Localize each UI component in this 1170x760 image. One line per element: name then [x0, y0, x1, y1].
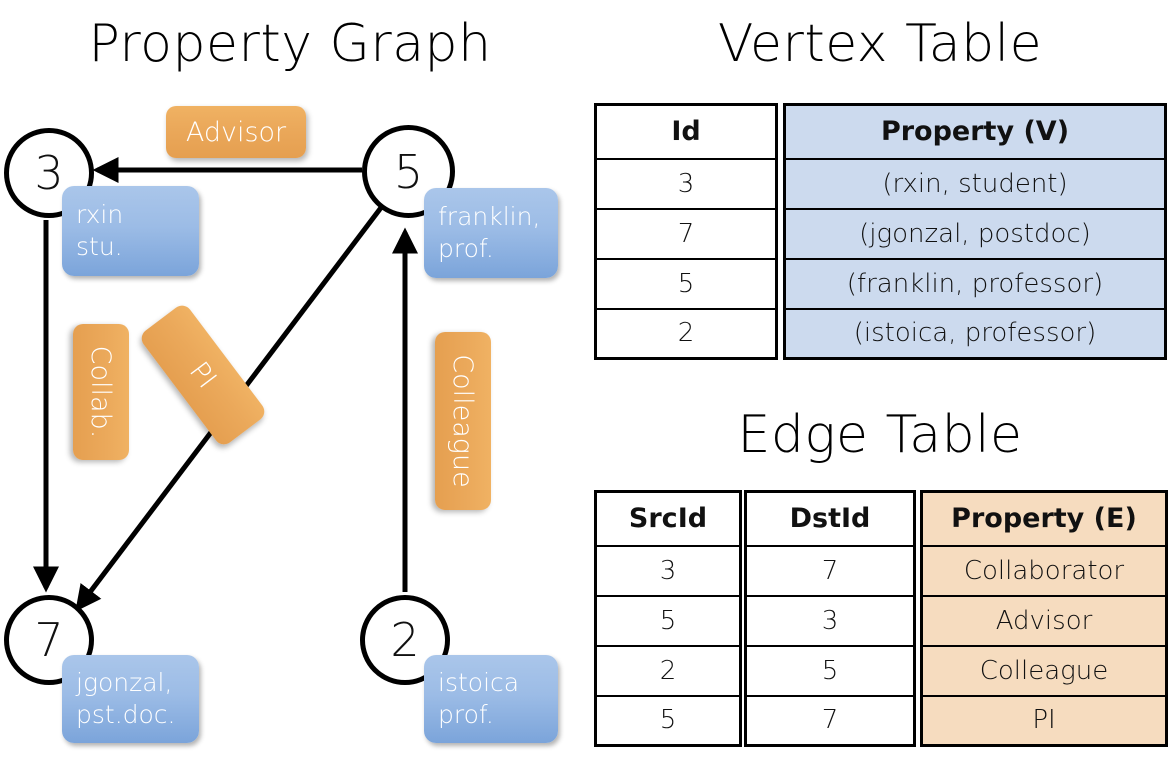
table-row[interactable]: Colleague [920, 644, 1168, 697]
edge-table-cell-dstid: 7 [744, 544, 916, 597]
table-row[interactable]: (franklin, professor) [783, 257, 1167, 310]
vertex-table: Id 3 7 5 2 Property (V) (rxin, student) … [594, 103, 1167, 360]
section-title-vertex-table: Vertex Table [717, 14, 1043, 74]
vertex-property-role-5: prof. [438, 234, 494, 263]
edge-table-header-property: Property (E) [920, 490, 1168, 547]
vertex-property-name-5: franklin, [438, 201, 541, 231]
vertex-property-name-3: rxin [76, 199, 124, 229]
table-row[interactable]: 7 [594, 207, 778, 260]
edge-table-cell-property: Colleague [920, 644, 1168, 697]
vertex-table-cell-id: 2 [594, 307, 778, 360]
table-row[interactable]: 5 [594, 594, 742, 647]
table-row[interactable]: (istoica, professor) [783, 307, 1167, 360]
vertex-property-role-2: prof. [438, 700, 494, 729]
edge-label-colleague: Colleague [435, 332, 491, 510]
vertex-table-id-column: Id 3 7 5 2 [594, 103, 778, 360]
table-row[interactable]: PI [920, 694, 1168, 747]
edge-table-header-dstid: DstId [744, 490, 916, 547]
property-graph-diagram: 3 5 7 2 rxin stu. franklin, prof. jgonza… [4, 106, 558, 743]
edge-table-header-srcid: SrcId [594, 490, 742, 547]
edge-table-cell-srcid: 3 [594, 544, 742, 597]
table-row[interactable]: 2 [594, 307, 778, 360]
edge-label-collab: Collab. [73, 324, 129, 460]
edge-table-srcid-column: SrcId 3 5 2 5 [594, 490, 742, 747]
section-title-edge-table: Edge Table [737, 405, 1023, 465]
vertex-table-cell-id: 7 [594, 207, 778, 260]
vertex-table-property-column: Property (V) (rxin, student) (jgonzal, p… [783, 103, 1167, 360]
edge-table-cell-property: Collaborator [920, 544, 1168, 597]
table-row[interactable]: (rxin, student) [783, 157, 1167, 210]
vertex-property-name-2: istoica [438, 667, 520, 697]
table-row[interactable]: (jgonzal, postdoc) [783, 207, 1167, 260]
vertex-table-cell-id: 5 [594, 257, 778, 310]
edge-table-cell-property: PI [920, 694, 1168, 747]
edge-label-advisor: Advisor [166, 106, 306, 158]
edge-table-cell-dstid: 7 [744, 694, 916, 747]
table-header-row: Property (V) [783, 103, 1167, 160]
vertex-node-5[interactable]: 5 [362, 125, 455, 218]
vertex-table-cell-property: (rxin, student) [783, 157, 1167, 210]
edge-table-dstid-column: DstId 7 3 5 7 [744, 490, 916, 747]
vertex-property-box-7: jgonzal, pst.doc. [62, 655, 199, 743]
edge-table-cell-srcid: 5 [594, 694, 742, 747]
table-row[interactable]: 5 [744, 644, 916, 697]
vertex-table-cell-property: (istoica, professor) [783, 307, 1167, 360]
table-row[interactable]: Collaborator [920, 544, 1168, 597]
edge-table-cell-srcid: 2 [594, 644, 742, 697]
vertex-node-2[interactable]: 2 [360, 595, 450, 685]
vertex-node-5-label: 5 [393, 144, 424, 199]
edge-table-property-column: Property (E) Collaborator Advisor Collea… [920, 490, 1168, 747]
edge-table-cell-dstid: 3 [744, 594, 916, 647]
table-row[interactable]: 5 [594, 694, 742, 747]
vertex-property-role-3: stu. [76, 232, 123, 261]
table-row[interactable]: 2 [594, 644, 742, 697]
vertex-node-7-label: 7 [34, 613, 64, 667]
table-row[interactable]: 3 [594, 157, 778, 210]
table-header-row: SrcId [594, 490, 742, 547]
edge-table-cell-property: Advisor [920, 594, 1168, 647]
table-header-row: DstId [744, 490, 916, 547]
table-row[interactable]: 7 [744, 694, 916, 747]
vertex-table-header-property: Property (V) [783, 103, 1167, 160]
vertex-table-cell-property: (franklin, professor) [783, 257, 1167, 310]
vertex-property-role-7: pst.doc. [76, 700, 176, 729]
table-row[interactable]: 3 [594, 544, 742, 597]
edge-table-cell-srcid: 5 [594, 594, 742, 647]
vertex-node-3-label: 3 [34, 146, 64, 200]
page-title-property-graph: Property Graph [88, 14, 492, 74]
vertex-property-box-5: franklin, prof. [424, 188, 558, 278]
edge-table: SrcId 3 5 2 5 DstId 7 3 5 7 [594, 490, 1168, 747]
table-row[interactable]: Advisor [920, 594, 1168, 647]
edge-table-cell-dstid: 5 [744, 644, 916, 697]
vertex-table-header-id: Id [594, 103, 778, 160]
table-row[interactable]: 3 [744, 594, 916, 647]
vertex-table-cell-id: 3 [594, 157, 778, 210]
table-row[interactable]: 5 [594, 257, 778, 310]
vertex-table-cell-property: (jgonzal, postdoc) [783, 207, 1167, 260]
vertex-property-box-2: istoica prof. [424, 655, 558, 743]
table-header-row: Id [594, 103, 778, 160]
table-row[interactable]: 7 [744, 544, 916, 597]
vertex-property-name-7: jgonzal, [76, 667, 173, 697]
vertex-property-box-3: rxin stu. [62, 186, 199, 276]
table-header-row: Property (E) [920, 490, 1168, 547]
vertex-node-2-label: 2 [390, 613, 420, 667]
